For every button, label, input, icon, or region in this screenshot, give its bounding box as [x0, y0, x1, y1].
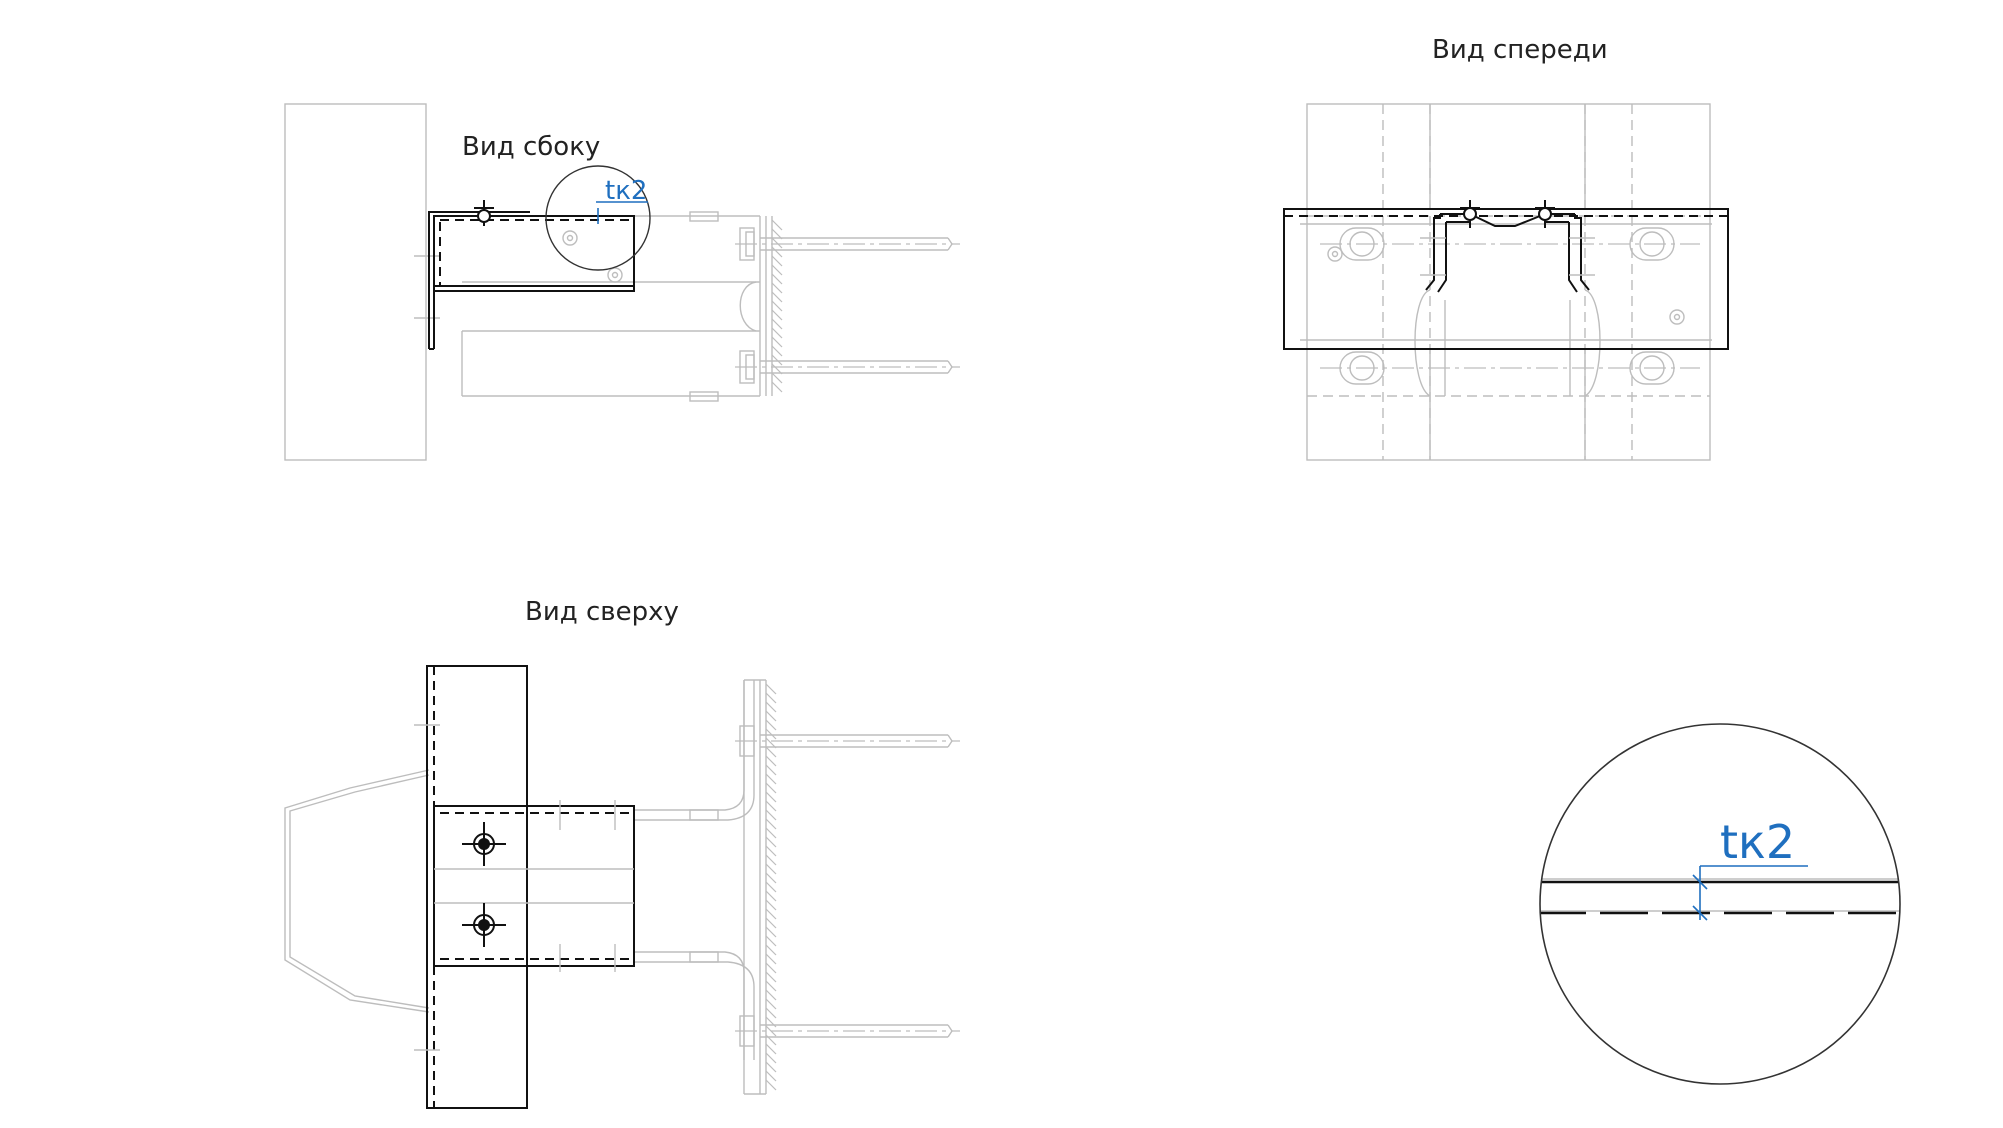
hatch-line: [771, 309, 783, 321]
hatch-line: [765, 836, 777, 848]
hatch-line: [771, 345, 783, 357]
hatch-line: [765, 899, 777, 911]
hatch-line: [765, 971, 777, 983]
hatch-line: [765, 935, 777, 947]
hatch-line: [765, 1079, 777, 1091]
side-bracket-context: [461, 211, 761, 402]
side-bolt-head-2: [607, 267, 623, 283]
hatch-line: [765, 962, 777, 974]
hatch-line: [771, 264, 783, 276]
hatch-line: [771, 237, 783, 249]
hatch-line: [765, 1043, 777, 1055]
hatch-line: [765, 980, 777, 992]
hatch-line: [765, 908, 777, 920]
hatch-line: [765, 728, 777, 740]
hatch-line: [765, 998, 777, 1010]
top-bolt-2: [462, 903, 506, 947]
side-callout-label: tк2: [605, 176, 647, 206]
front-plate-context: [1306, 103, 1711, 461]
hatch-line: [765, 881, 777, 893]
hatch-line: [771, 318, 783, 330]
detail-view: tк2: [1539, 723, 1901, 1085]
hatch-line: [771, 246, 783, 258]
hatch-line: [765, 710, 777, 722]
side-angle-bracket: [428, 200, 635, 350]
front-view: Вид спереди: [1283, 35, 1729, 461]
hatch-line: [765, 692, 777, 704]
detail-circle: [1539, 723, 1901, 1085]
hatch-line: [765, 926, 777, 938]
hatch-line: [765, 854, 777, 866]
hatch-line: [765, 773, 777, 785]
hatch-line: [765, 845, 777, 857]
hatch-line: [765, 683, 777, 695]
hatch-line: [765, 872, 777, 884]
hatch-line: [771, 336, 783, 348]
side-bolt-head-1: [562, 230, 578, 246]
hatch-line: [765, 917, 777, 929]
hatch-line: [765, 818, 777, 830]
hatch-line: [765, 755, 777, 767]
top-flange: [414, 665, 528, 1109]
top-bracket-leg: [433, 800, 635, 972]
top-anchor-bolt-lower: [735, 1015, 960, 1047]
hatch-line: [765, 746, 777, 758]
hatch-line: [765, 701, 777, 713]
top-context-shape: [284, 769, 430, 1013]
hatch-line: [771, 219, 783, 231]
side-anchor-bolt-upper: [735, 227, 960, 261]
hatch-line: [765, 800, 777, 812]
hatch-line: [765, 1070, 777, 1082]
hatch-line: [771, 255, 783, 267]
top-view: Вид сверху: [284, 597, 960, 1109]
hatch-line: [765, 1007, 777, 1019]
hatch-line: [765, 1061, 777, 1073]
hatch-line: [771, 354, 783, 366]
hatch-line: [765, 791, 777, 803]
side-view-title: Вид сбоку: [462, 132, 600, 162]
hatch-line: [765, 764, 777, 776]
hatch-line: [771, 300, 783, 312]
hatch-line: [765, 719, 777, 731]
front-bracket: [1283, 200, 1729, 350]
hatch-line: [765, 1052, 777, 1064]
hatch-line: [765, 953, 777, 965]
hatch-line: [771, 273, 783, 285]
hatch-line: [771, 381, 783, 393]
hatch-line: [765, 989, 777, 1001]
top-view-title: Вид сверху: [525, 597, 679, 627]
wall-slab: [284, 103, 427, 461]
hatch-line: [765, 809, 777, 821]
hatch-line: [765, 890, 777, 902]
front-bolt-holes: [1320, 227, 1700, 385]
side-anchor-bolt-lower: [735, 350, 960, 384]
hatch-line: [765, 863, 777, 875]
top-arms-context: [634, 680, 755, 1060]
side-view: Вид сбоку: [284, 103, 960, 461]
hatch-line: [771, 282, 783, 294]
detail-callout-label: tк2: [1720, 815, 1795, 869]
side-detail-callout: tк2: [545, 165, 651, 271]
top-bolt-1: [462, 822, 506, 866]
hatch-line: [765, 944, 777, 956]
front-view-title: Вид спереди: [1432, 35, 1608, 65]
hatch-line: [771, 327, 783, 339]
top-anchor-plate: [743, 679, 777, 1095]
detail-dimension: tк2: [1692, 815, 1808, 921]
hatch-line: [771, 291, 783, 303]
hatch-line: [771, 372, 783, 384]
hatch-line: [765, 782, 777, 794]
top-anchor-bolt-upper: [735, 725, 960, 757]
hatch-line: [765, 827, 777, 839]
side-anchor-plate: [765, 216, 783, 396]
